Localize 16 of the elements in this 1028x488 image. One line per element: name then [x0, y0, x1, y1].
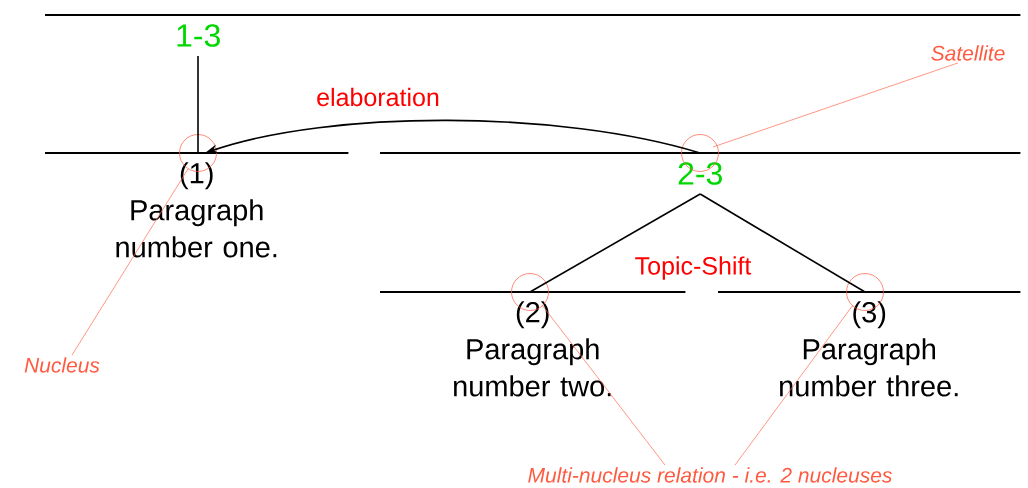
- leader-line: [712, 62, 959, 148]
- annotation-text: Satellite: [931, 45, 1005, 61]
- annotation-text: Multi-nucleus relation - i.e. 2 nucleuses: [528, 467, 892, 483]
- relation-line: [699, 193, 866, 293]
- annotation-text: Nucleus: [24, 357, 100, 373]
- text-segment: (3) Paragraph number three.: [717, 291, 1022, 397]
- text-segment: (2) Paragraph number two.: [379, 291, 687, 397]
- relation-line: [197, 55, 199, 154]
- span-bar: 2-3: [379, 152, 1022, 185]
- leader-line: [71, 168, 189, 356]
- text-segment: (1) Paragraph number one.: [44, 152, 350, 258]
- relation-line: [529, 193, 701, 293]
- relation-label: elaboration: [314, 85, 442, 109]
- relation-label: Topic-Shift: [632, 254, 754, 282]
- leader-line: [541, 304, 666, 466]
- leader-line: [734, 304, 854, 466]
